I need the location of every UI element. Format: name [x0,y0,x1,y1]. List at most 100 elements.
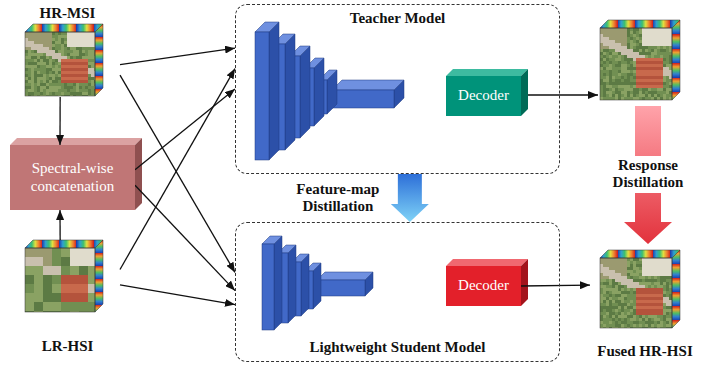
image-pixel [621,40,624,43]
image-pixel [61,71,64,74]
image-pixel [76,44,79,47]
image-pixel [645,267,648,270]
image-pixel [609,267,612,270]
image-pixel [645,70,648,73]
image-pixel [43,59,46,62]
image-pixel [88,65,91,68]
image-pixel [615,73,618,76]
image-pixel [52,248,61,257]
image-pixel [660,46,663,49]
image-pixel [648,64,651,67]
image-pixel [663,67,666,70]
image-pixel [630,258,633,261]
image-pixel [660,309,663,312]
image-pixel [654,321,657,324]
image-pixel [651,31,654,34]
image-pixel [76,38,79,41]
image-pixel [666,61,669,64]
image-pixel [88,248,95,257]
image-pixel [651,264,654,267]
image-pixel [660,285,663,288]
image-pixel [648,276,651,279]
image-pixel [70,53,73,56]
image-pixel [76,53,79,56]
image-pixel [25,80,28,83]
image-pixel [666,88,669,91]
image-pixel [663,85,666,88]
image-pixel [603,76,606,79]
image-pixel [603,73,606,76]
image-pixel [648,279,651,282]
image-pixel [88,284,95,293]
image-pixel [76,62,79,65]
image-pixel [639,49,642,52]
image-pixel [606,70,609,73]
image-pixel [52,302,61,311]
image-pixel [70,80,73,83]
image-pixel [67,68,70,71]
image-pixel [618,267,621,270]
image-pixel [609,285,612,288]
image-pixel [660,82,663,85]
image-pixel [621,73,624,76]
block-side [285,34,295,150]
image-pixel [603,282,606,285]
image-pixel [606,279,609,282]
image-pixel [621,282,624,285]
image-pixel [621,303,624,306]
image-pixel [603,279,606,282]
image-pixel [669,291,672,294]
image-pixel [633,73,636,76]
image-pixel [40,89,43,92]
box-side-face [521,69,528,116]
image-pixel [657,34,660,37]
image-pixel [600,61,603,64]
image-pixel [82,77,85,80]
image-pixel [85,62,88,65]
image-pixel [25,83,28,86]
image-pixel [40,74,43,77]
image-pixel [660,276,663,279]
image-pixel [43,80,46,83]
image-pixel [648,321,651,324]
image-pixel [58,47,61,50]
image-pixel [642,43,645,46]
image-pixel [639,318,642,321]
image-pixel [25,35,28,38]
image-pixel [61,56,64,59]
image-pixel [79,41,82,44]
image-pixel [61,44,64,47]
image-pixel [642,34,645,37]
image-pixel [82,32,85,35]
image-pixel [660,282,663,285]
image-pixel [79,293,88,302]
image-pixel [666,306,669,309]
image-pixel [645,309,648,312]
image-pixel [70,65,73,68]
image-pixel [660,67,663,70]
image-pixel [657,318,660,321]
image-pixel [630,43,633,46]
image-pixel [603,94,606,97]
image-pixel [612,43,615,46]
image-pixel [648,88,651,91]
image-pixel [624,49,627,52]
image-pixel [76,32,79,35]
image-pixel [34,80,37,83]
image-pixel [624,297,627,300]
image-pixel [624,34,627,37]
image-pixel [600,321,603,324]
image-pixel [669,79,672,82]
image-pixel [79,56,82,59]
image-pixel [91,41,94,44]
image-pixel [621,55,624,58]
lr-hsi-image [25,240,103,312]
image-pixel [630,264,633,267]
image-pixel [603,318,606,321]
image-pixel [28,71,31,74]
image-pixel [40,65,43,68]
image-frame [25,32,95,96]
image-pixel [615,291,618,294]
image-pixel [85,50,88,53]
image-pixel [58,41,61,44]
